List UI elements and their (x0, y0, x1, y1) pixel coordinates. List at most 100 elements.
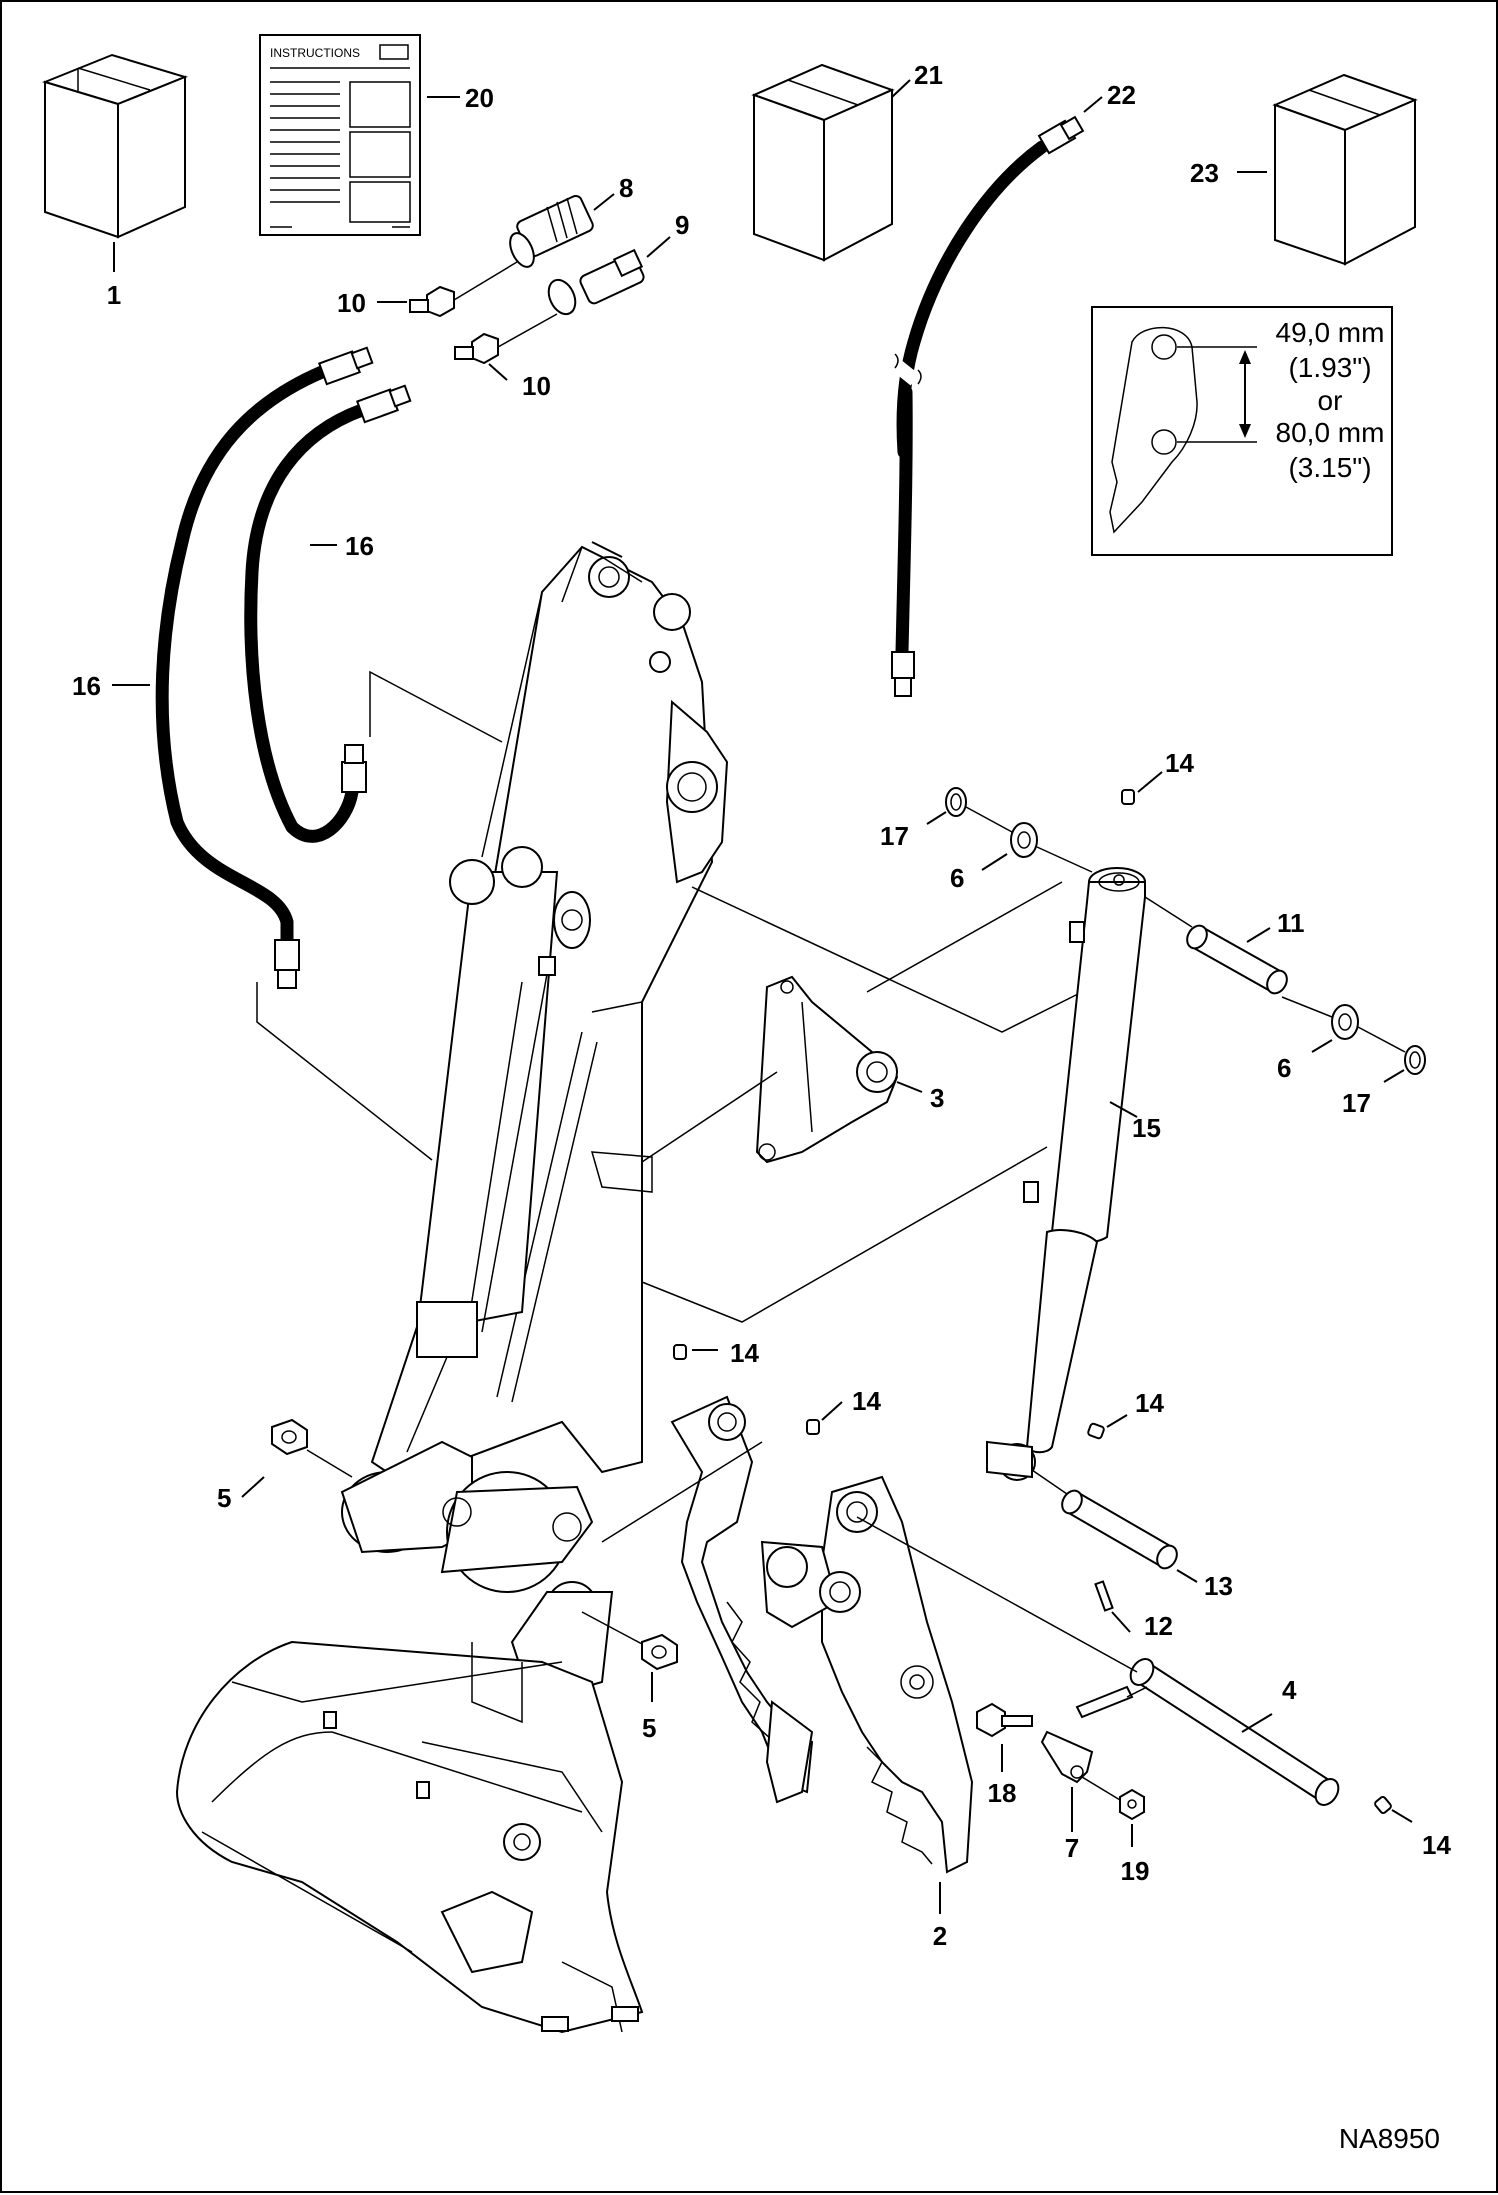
part-6-washer-b (1331, 1004, 1359, 1040)
part-15-cylinder (986, 867, 1146, 1481)
part-8-coupler (509, 194, 594, 268)
callout-14-pin-end: 14 (1422, 1830, 1451, 1860)
callout-17-left: 17 (880, 821, 909, 851)
assembly-line-2 (601, 1441, 763, 1543)
leader-13 (1176, 1569, 1198, 1583)
assembly-line-19 (1081, 1776, 1121, 1801)
inset-dim2-in: (3.15") (1288, 452, 1371, 483)
part-4-long-pin (1129, 1658, 1340, 1806)
cylinder-assembly-line-1 (866, 881, 1063, 993)
part-11-pin (1186, 924, 1288, 995)
hose-route-line-2 (369, 670, 503, 743)
leader-10b-guide (497, 313, 558, 348)
part-9-coupler (547, 248, 645, 316)
part-12-roll-pin (1094, 1580, 1114, 1612)
callout-9: 9 (675, 210, 689, 240)
leader-22 (1083, 96, 1103, 113)
callouts: 1 20 21 22 23 8 9 10 10 16 16 14 17 6 11… (72, 60, 1451, 1951)
assembly-line-7 (1126, 1686, 1148, 1698)
part-7-retainer (1040, 1685, 1134, 1784)
leader-6a (981, 853, 1008, 871)
callout-15: 15 (1132, 1113, 1161, 1143)
callout-14-cylinder-top: 14 (1165, 748, 1194, 778)
leader-14a (1137, 771, 1163, 793)
leader-14d (1106, 1414, 1128, 1428)
part-13-pin (1061, 1489, 1178, 1570)
assembly-line-17b (1357, 1026, 1406, 1053)
part-17-ring-a (945, 787, 967, 817)
leader-5a (241, 1476, 265, 1498)
part-20-instructions: INSTRUCTIONS (259, 34, 421, 236)
assembly-line-4 (856, 1516, 1138, 1673)
leader-11 (1246, 927, 1271, 943)
part-14-fitting-a (1121, 789, 1135, 805)
inset-dim1-in: (1.93") (1288, 352, 1371, 383)
callout-17-right: 17 (1342, 1088, 1371, 1118)
callout-23: 23 (1190, 158, 1219, 188)
leader-9 (646, 236, 671, 258)
callout-11: 11 (1277, 908, 1305, 938)
inset-dim1-mm: 49,0 mm (1276, 317, 1385, 348)
inset-or: or (1318, 385, 1343, 416)
part-6-washer-a (1010, 822, 1038, 858)
leader-6b (1311, 1039, 1333, 1053)
hose-guide-bracket (590, 1151, 653, 1193)
part-10-adapter-a (409, 285, 455, 318)
part-21-box (751, 63, 895, 262)
part-17-ring-b (1404, 1045, 1426, 1075)
leader-14c (821, 1401, 843, 1421)
leader-10b (488, 363, 508, 381)
callout-10-lower: 10 (522, 371, 551, 401)
assembly-line-11 (1144, 896, 1193, 928)
arm-pivot-detail (591, 541, 623, 558)
leader-14e (1391, 1809, 1413, 1823)
part-5-nut-a (271, 1418, 308, 1456)
leader-21 (891, 79, 911, 98)
callout-1: 1 (107, 280, 121, 310)
part-14-fitting-c (806, 1419, 820, 1435)
part-14-fitting-b (673, 1344, 687, 1360)
leader-15 (1109, 1101, 1138, 1118)
part-2-thumb (670, 1395, 974, 1874)
leader-17a (926, 811, 947, 825)
callout-14-rod: 14 (1135, 1388, 1164, 1418)
arm-bucket-cylinder (406, 846, 591, 1453)
callout-5-right: 5 (642, 1713, 656, 1743)
inset-pin-spacing: 49,0 mm (1.93") or 80,0 mm (3.15") (1091, 306, 1393, 556)
callout-3: 3 (930, 1083, 944, 1113)
callout-18: 18 (988, 1778, 1017, 1808)
assembly-line-6a-b (1036, 846, 1093, 873)
callout-22: 22 (1107, 80, 1136, 110)
part-14-fitting-e (1374, 1796, 1392, 1814)
callout-10-upper: 10 (337, 288, 366, 318)
part-3-bracket (755, 975, 899, 1164)
callout-6-right: 6 (1277, 1053, 1291, 1083)
part-14-fitting-d (1087, 1422, 1105, 1440)
hose-route-line-1 (256, 982, 433, 1161)
part-1-box (41, 53, 189, 239)
part-16-hose-inner (244, 384, 412, 843)
part-10-adapter-b (454, 332, 499, 365)
instructions-title: INSTRUCTIONS (270, 46, 360, 60)
callout-14-link: 14 (852, 1386, 881, 1416)
callout-14-arm: 14 (730, 1338, 759, 1368)
callout-6-left: 6 (950, 863, 964, 893)
callout-4: 4 (1282, 1675, 1297, 1705)
cylinder-assembly-line-4 (641, 1146, 1048, 1323)
part-19-nut (1119, 1788, 1145, 1821)
part-22-hose (890, 115, 1085, 697)
leader-17b (1383, 1069, 1405, 1083)
assembly-line-13 (1031, 1469, 1068, 1495)
leader-12 (1111, 1611, 1131, 1633)
leader-4 (1241, 1713, 1273, 1733)
callout-5-left: 5 (217, 1483, 231, 1513)
leader-8 (593, 193, 615, 211)
callout-20: 20 (465, 83, 494, 113)
part-23-box (1272, 73, 1418, 266)
callout-16-outer: 16 (72, 671, 101, 701)
callout-16-inner: 16 (345, 531, 374, 561)
callout-19: 19 (1121, 1856, 1150, 1886)
leader-5a-guide (306, 1449, 353, 1478)
leader-3 (896, 1081, 923, 1093)
